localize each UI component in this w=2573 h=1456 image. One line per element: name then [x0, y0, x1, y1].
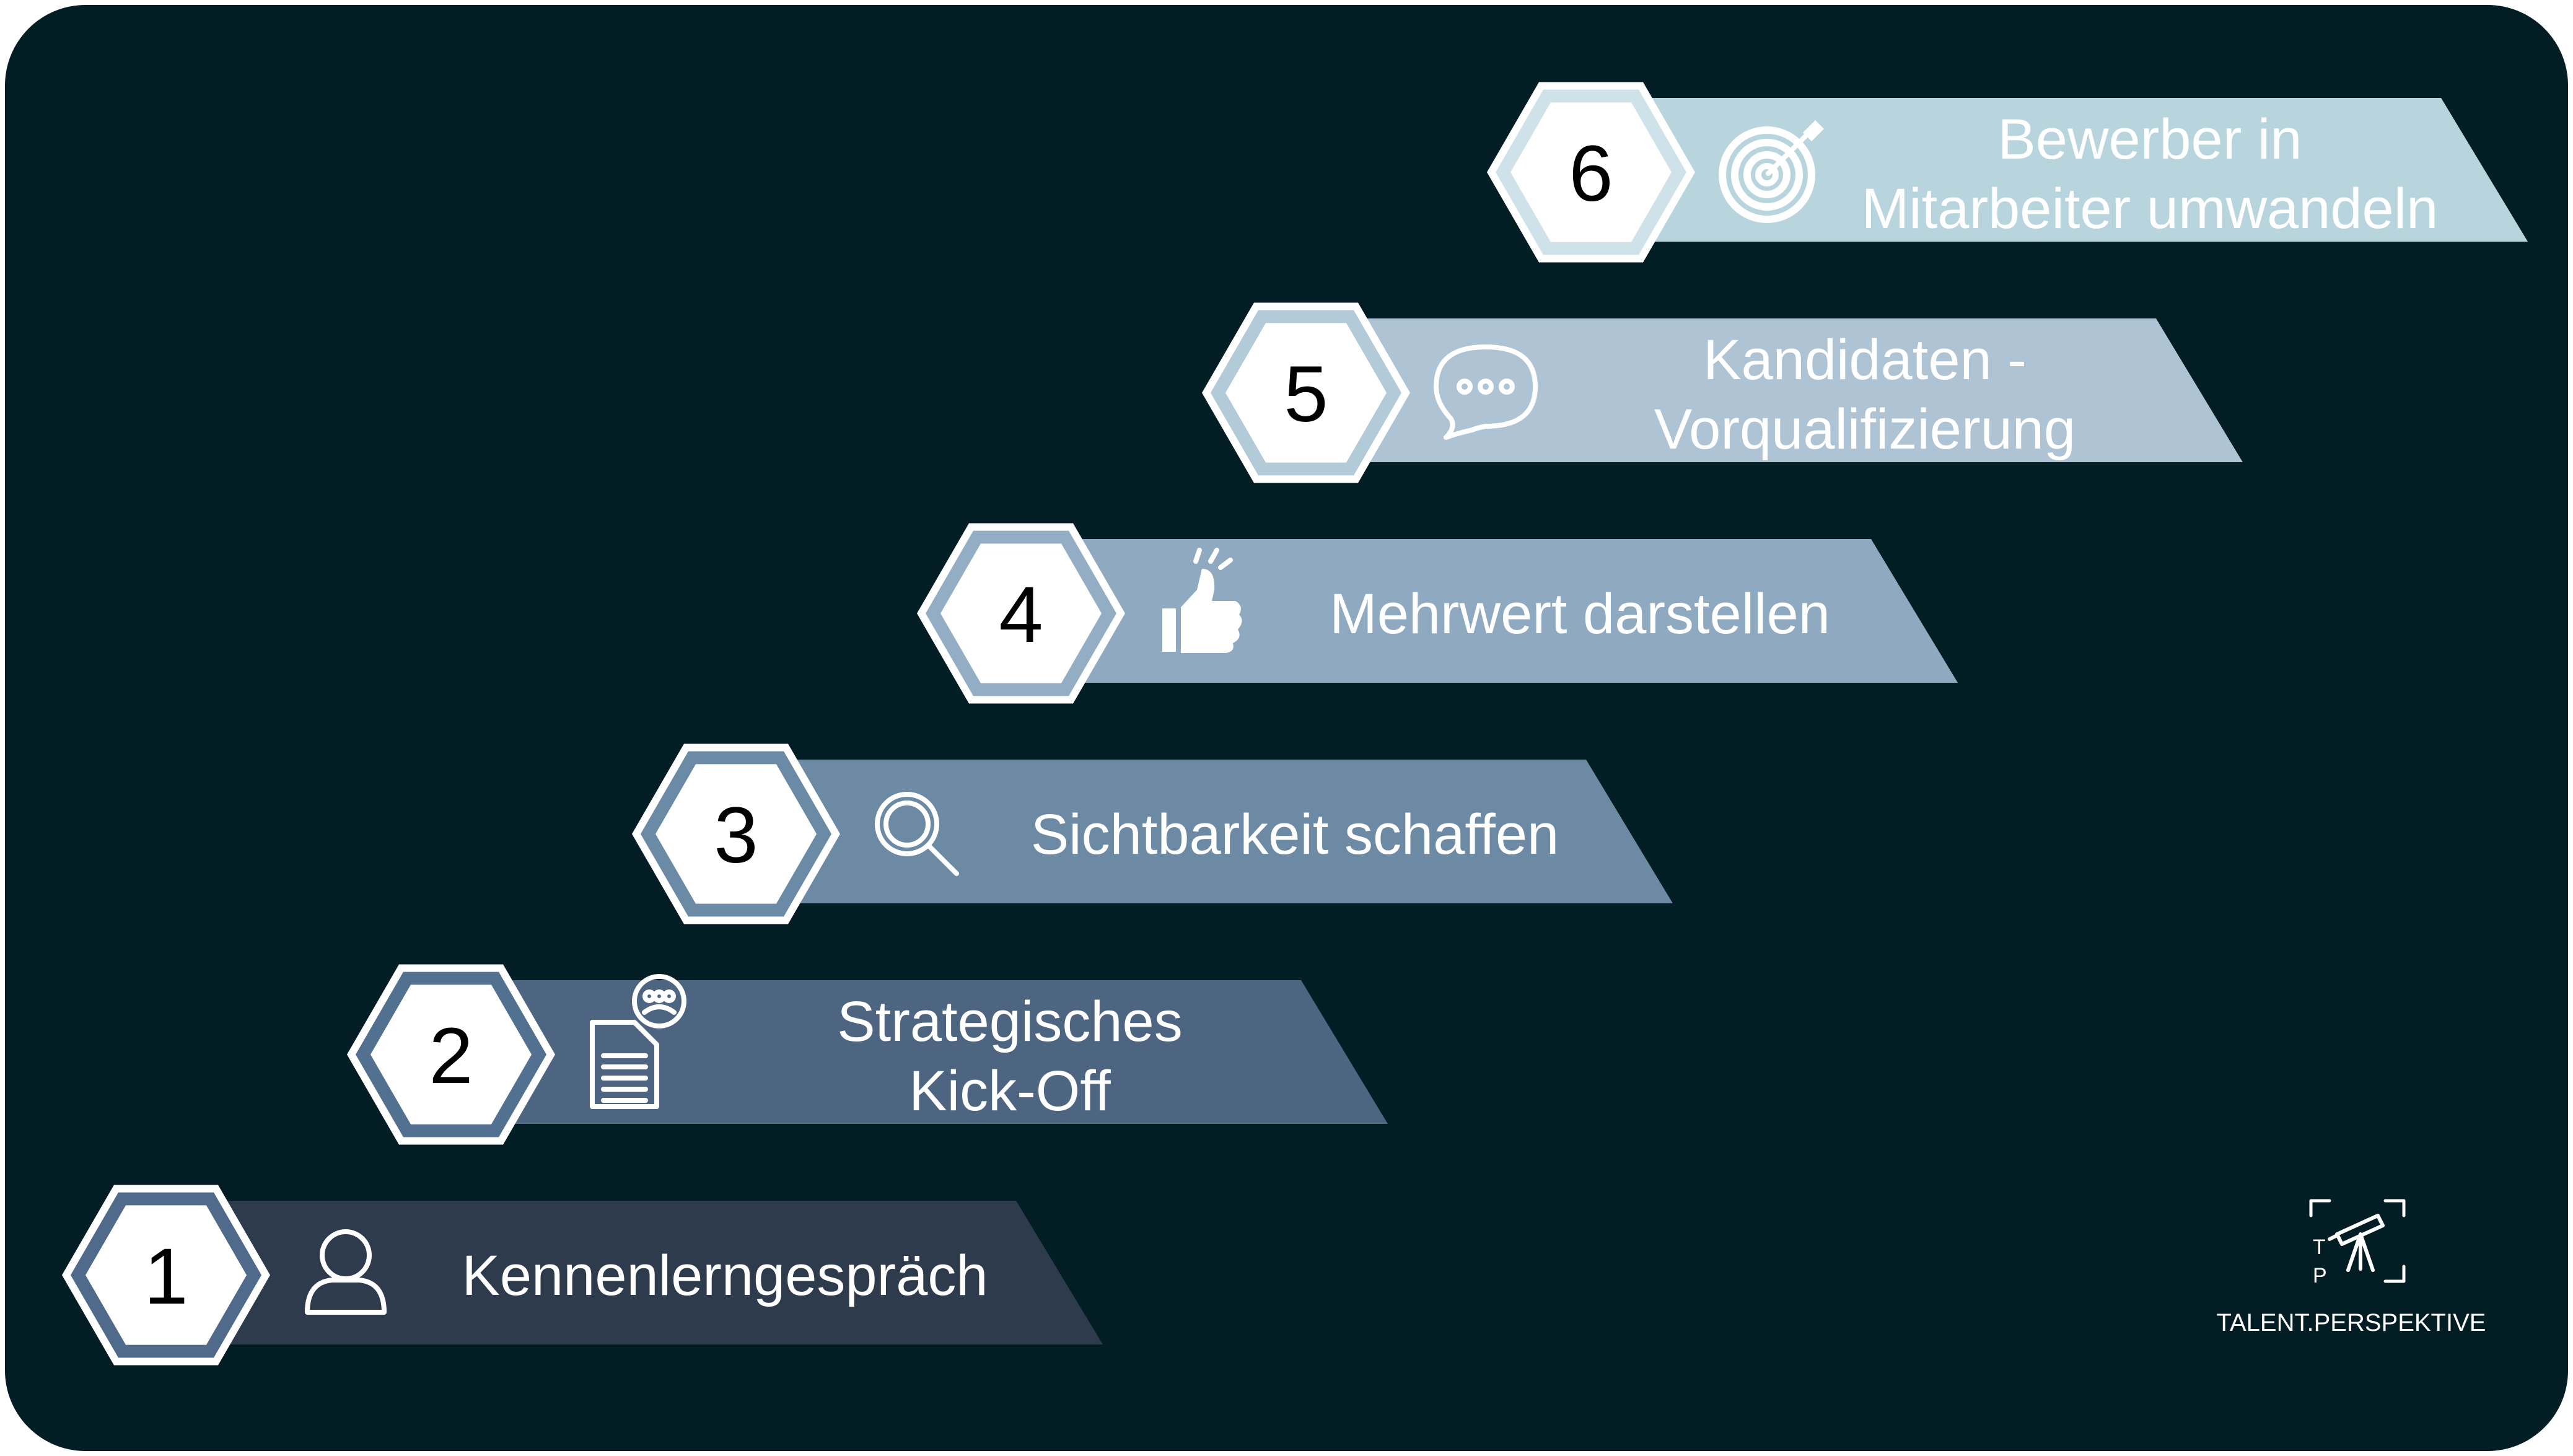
person-icon: [305, 1229, 387, 1315]
bubble-dot: [1457, 379, 1473, 395]
step-label-line: Kennenlerngespräch: [462, 1244, 988, 1307]
speech-bubble-icon: [1434, 344, 1538, 440]
step-label-line: Kick-Off: [909, 1059, 1111, 1123]
step-band: [1021, 539, 1958, 683]
team-base: [642, 1004, 677, 1015]
hexagon-inner: [940, 543, 1102, 683]
step-number: 2: [429, 1012, 473, 1100]
step-label-line: Strategisches: [837, 990, 1182, 1053]
document-outline: [590, 1020, 659, 1109]
step-4: 4 Mehrwert darstellen: [917, 523, 1958, 704]
bubble-dot: [1478, 379, 1494, 395]
step-number: 6: [1569, 129, 1613, 218]
step-label-line: Bewerber in: [1998, 108, 2302, 171]
step-number: 3: [714, 791, 758, 880]
target-ring: [1731, 139, 1803, 211]
bubble-dot: [1499, 379, 1515, 395]
magnifier-lens: [875, 792, 939, 856]
step-band: [1591, 98, 2528, 242]
step-band: [736, 760, 1673, 903]
steps-layer: 1 Kennenlerngespräch 2 StrategischesKick-Of…: [62, 82, 2528, 1366]
target-ring: [1719, 126, 1815, 223]
step-3: 3 Sichtbarkeit schaffen: [632, 743, 1673, 924]
target-ring: [1755, 163, 1779, 186]
thumb-hand: [1181, 569, 1242, 653]
step-band: [451, 980, 1388, 1124]
magnifier-handle: [927, 844, 959, 876]
thumb-cuff: [1162, 608, 1176, 652]
step-5: 5 Kandidaten -Vorqualifizierung: [1202, 302, 2243, 483]
hexagon-inner: [1510, 102, 1672, 242]
step-number: 5: [1284, 350, 1328, 439]
document-team-icon: [590, 974, 686, 1109]
team-member: [662, 989, 676, 1003]
logo-letter-p: P: [2313, 1264, 2327, 1287]
magnifier-inner: [883, 800, 931, 848]
step-label-line: Sichtbarkeit schaffen: [1031, 803, 1559, 866]
person-body: [305, 1278, 387, 1315]
logo-letter-t: T: [2313, 1235, 2326, 1259]
logo: T P TALENT.PERSPEKTIVE: [2217, 1199, 2486, 1336]
magnifier-icon: [875, 792, 959, 876]
target-arrow-shaft: [1766, 128, 1814, 176]
step-number: 4: [999, 571, 1043, 659]
hexagon-inner: [370, 985, 532, 1125]
step-label-line: Mitarbeiter umwandeln: [1862, 177, 2439, 240]
step-1: 1 Kennenlerngespräch: [62, 1185, 1103, 1366]
telescope-icon: [2328, 1214, 2385, 1272]
step-label-line: Kandidaten -: [1703, 328, 2027, 392]
hexagon-inner: [1225, 323, 1387, 463]
step-number: 1: [144, 1232, 188, 1321]
thumb-sparkle: [1193, 548, 1233, 570]
logo-frame: [2309, 1199, 2406, 1283]
hexagon-inner: [85, 1205, 247, 1345]
target-ring: [1743, 151, 1791, 198]
step-band: [1306, 318, 2243, 462]
bubble-outline: [1434, 344, 1538, 440]
hexagon-inner: [655, 764, 817, 904]
target-arrow-fletching: [1803, 120, 1824, 141]
step-band: [166, 1201, 1103, 1344]
step-label-line: Mehrwert darstellen: [1330, 582, 1830, 646]
team-circle: [632, 974, 686, 1028]
logo-name: TALENT.PERSPEKTIVE: [2217, 1309, 2486, 1336]
target-icon: [1719, 120, 1824, 223]
step-label-line: Vorqualifizierung: [1654, 398, 2075, 461]
thumbs-up-icon: [1162, 548, 1242, 653]
